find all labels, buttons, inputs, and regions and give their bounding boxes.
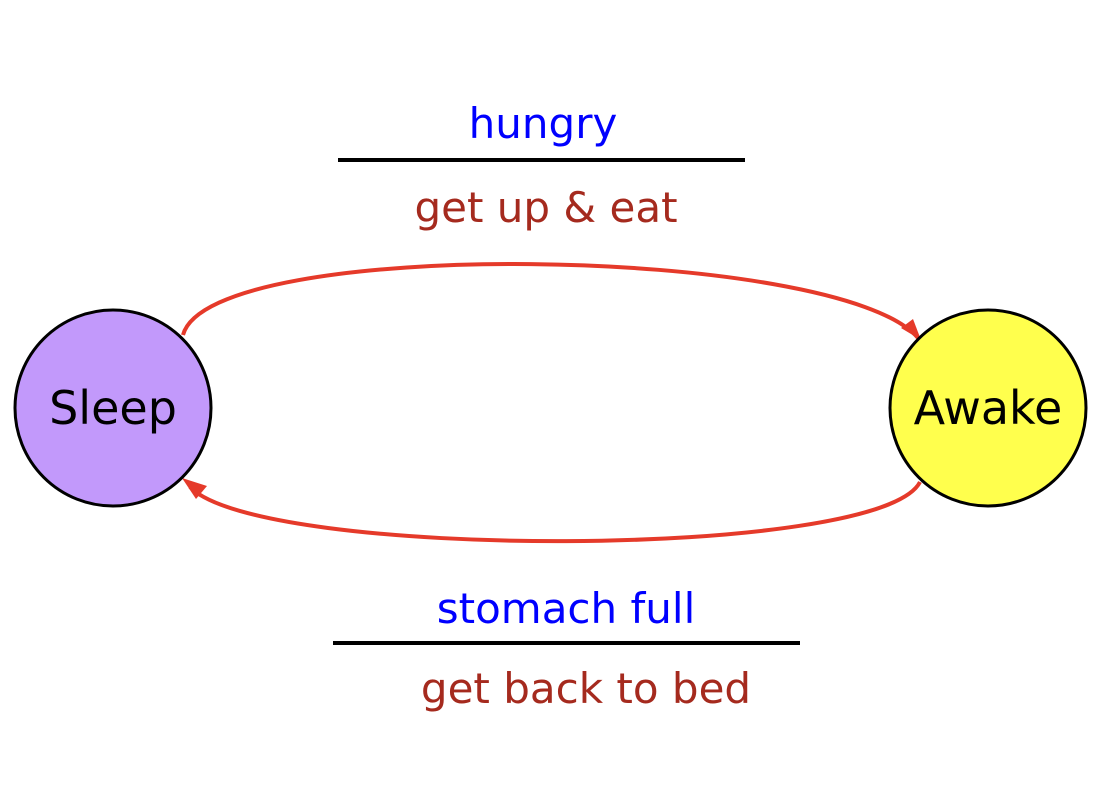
transition-bottom-condition: stomach full	[437, 584, 696, 633]
transition-arrow-awake-to-sleep	[188, 480, 922, 544]
transition-top-action: get up & eat	[414, 183, 677, 232]
state-awake: Awake	[888, 308, 1088, 508]
transition-top-condition: hungry	[469, 99, 618, 148]
arrowhead-bottom-icon	[182, 478, 207, 499]
state-sleep: Sleep	[13, 308, 213, 508]
state-awake-label: Awake	[914, 381, 1063, 435]
state-sleep-label: Sleep	[49, 381, 177, 435]
transition-top-label: hungry get up & eat	[338, 99, 745, 232]
state-sleep-circle	[13, 308, 213, 508]
arrowhead-top-icon	[901, 319, 921, 340]
transition-bottom-action: get back to bed	[421, 664, 751, 713]
transition-bottom-label: stomach full get back to bed	[333, 584, 800, 713]
state-awake-circle	[888, 308, 1088, 508]
transition-arrow-sleep-to-awake	[181, 262, 920, 340]
